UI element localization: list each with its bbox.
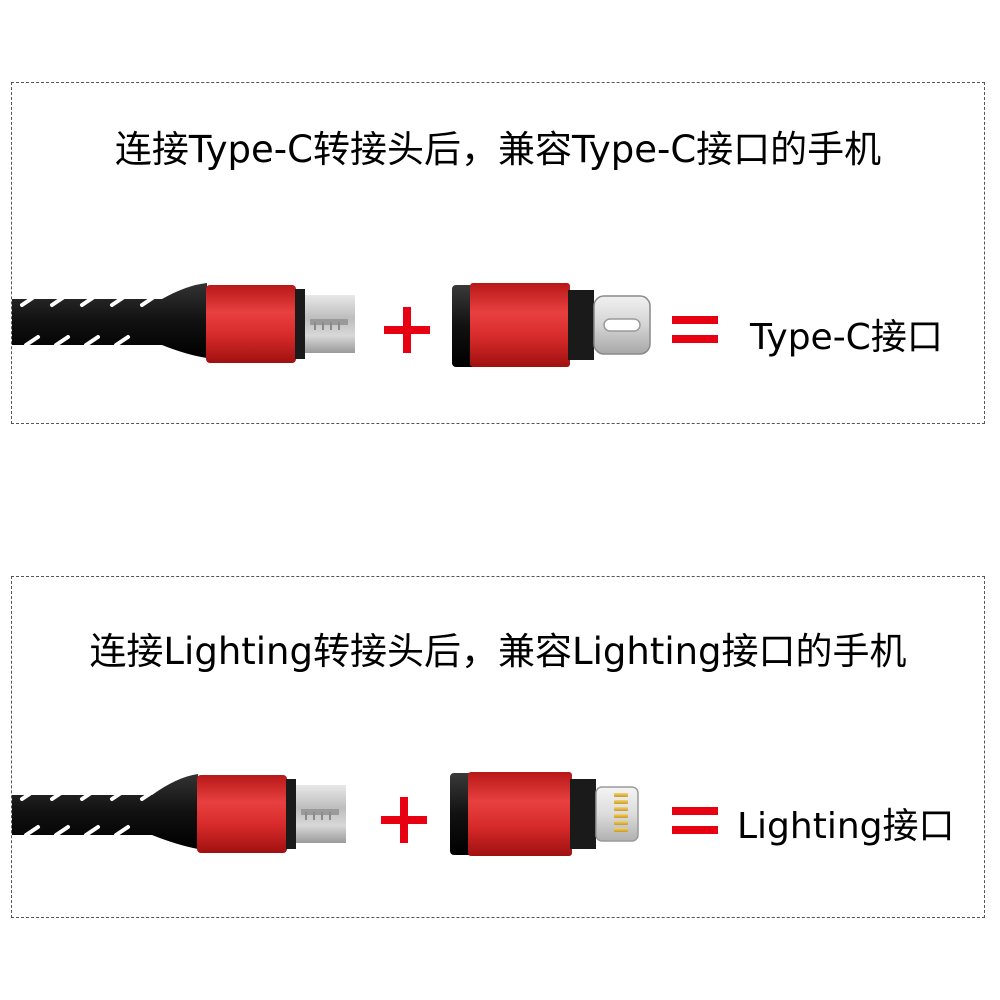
typec-diagram (12, 283, 718, 367)
plus-icon (384, 307, 430, 353)
equals-icon (672, 316, 718, 343)
result-label: Type-C接口 (750, 317, 943, 358)
typec-adapter-panel: 连接Type-C转接头后，兼容Type-C接口的手机 (11, 82, 985, 424)
micro-usb-plug (305, 295, 355, 353)
lighting-diagram (12, 772, 718, 856)
cable-connector-housing (197, 775, 287, 853)
result-label: Lighting接口 (737, 806, 955, 847)
typec-adapter (452, 283, 651, 367)
plus-icon (381, 797, 427, 843)
connector-collar (286, 779, 296, 849)
braided-cable (12, 774, 198, 849)
braided-cable (12, 283, 207, 358)
cable-connector-housing (206, 285, 296, 363)
connector-collar (295, 289, 305, 359)
panel-title: 连接Type-C转接头后，兼容Type-C接口的手机 (114, 128, 882, 171)
lighting-adapter (450, 772, 639, 856)
equals-icon (672, 807, 718, 834)
lighting-adapter-panel: 连接Lighting转接头后，兼容Lighting接口的手机 (11, 576, 985, 918)
panel-title: 连接Lighting转接头后，兼容Lighting接口的手机 (89, 630, 907, 673)
micro-usb-plug (296, 785, 346, 843)
lighting-pins (614, 793, 628, 832)
